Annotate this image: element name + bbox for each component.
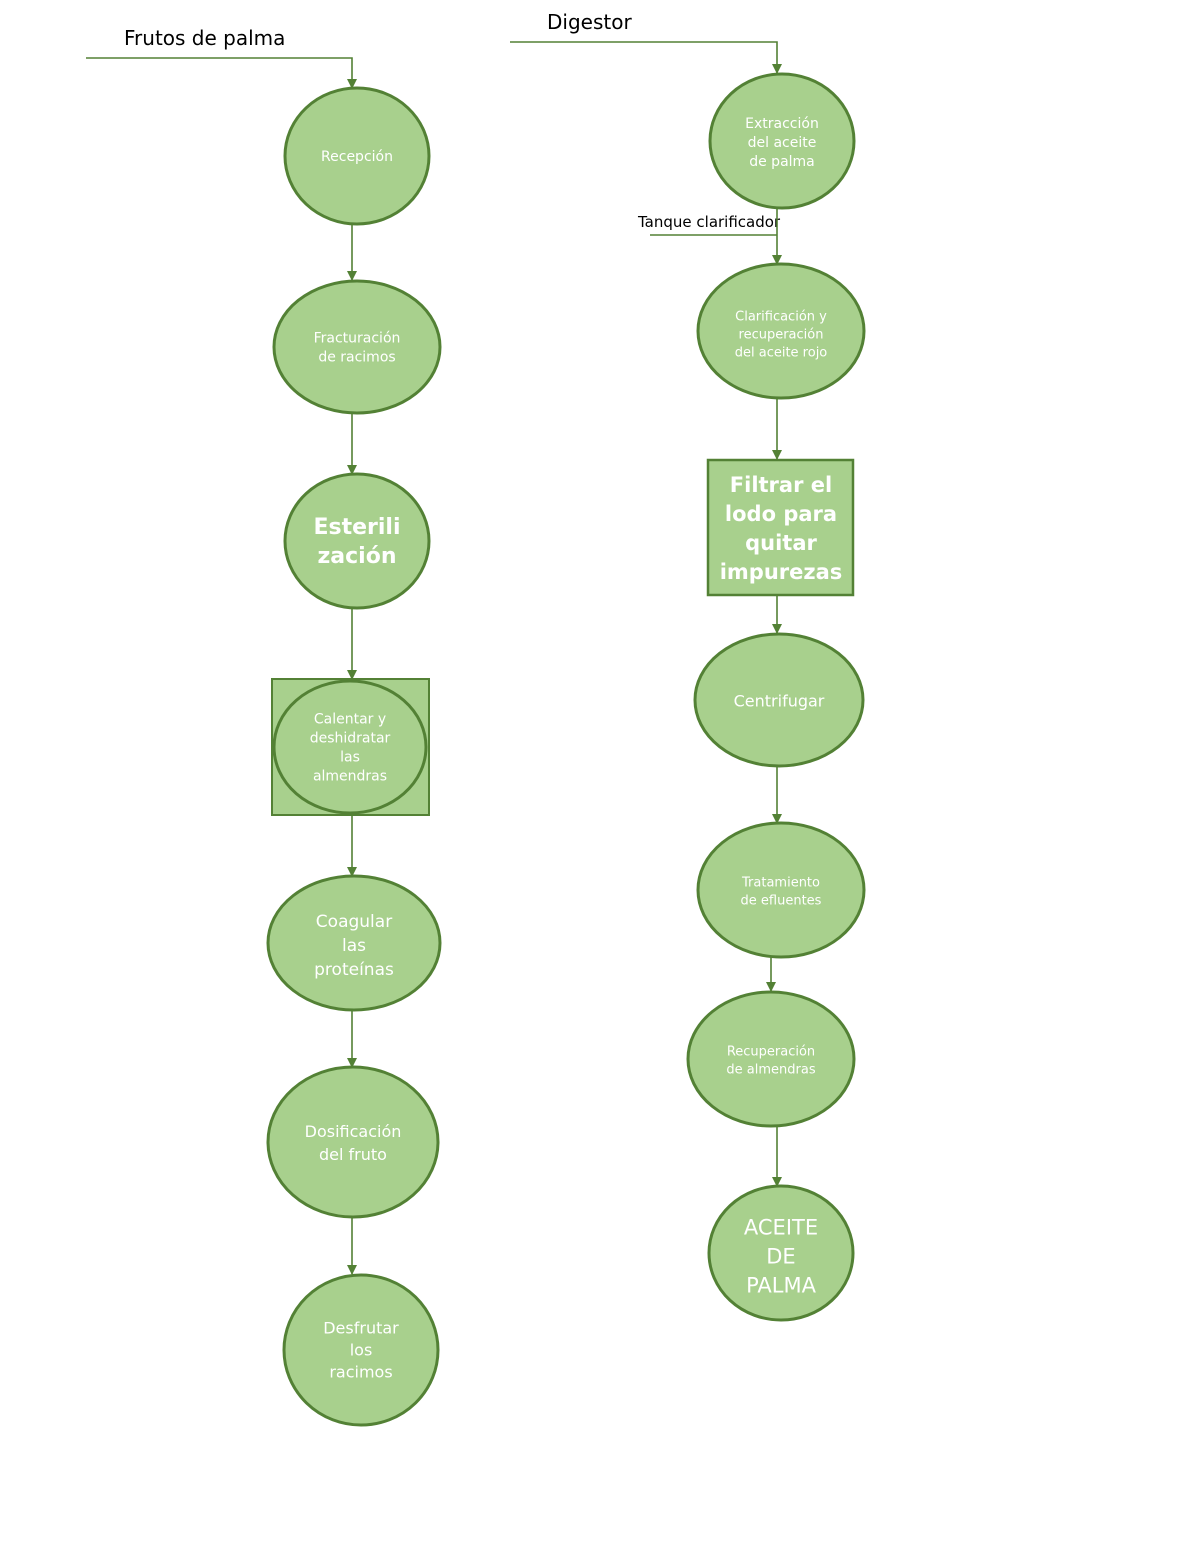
node-recuperacion: Recuperación de almendras	[686, 990, 856, 1128]
node-filtrar: Filtrar el lodo para quitar impurezas	[706, 458, 855, 597]
node-label-line: DE	[766, 1244, 795, 1268]
node-label-line: Desfrutar	[323, 1319, 399, 1338]
node-label-line: Recepción	[321, 149, 393, 165]
node-label-line: de palma	[749, 154, 815, 170]
node-label-line: impurezas	[720, 560, 843, 584]
node-label-line: recuperación	[739, 328, 824, 343]
connector-digestor-to-extraccion	[510, 41, 782, 74]
node-label-line: Extracción	[745, 116, 819, 132]
node-label-line: Clarificación y	[735, 310, 827, 325]
node-fracturacion-label: Fracturación de racimos	[314, 330, 401, 365]
node-label-line: almendras	[313, 768, 387, 784]
node-esterilizacion: Esterili zación	[283, 472, 431, 610]
node-label-line: del fruto	[319, 1145, 387, 1164]
node-label-line: ACEITE	[744, 1215, 818, 1239]
node-filtrar-label: Filtrar el lodo para quitar impurezas	[720, 473, 843, 584]
node-label-line: lodo para	[725, 502, 837, 526]
node-esterilizacion-label: Esterili zación	[313, 515, 400, 569]
node-centrifugar: Centrifugar	[693, 632, 865, 768]
connector-frutos-to-recepcion	[86, 57, 357, 89]
node-extraccion-label: Extracción del aceite de palma	[745, 116, 819, 170]
node-label-line: Filtrar el	[730, 473, 832, 497]
node-calentar: Calentar y deshidratar las almendras	[271, 678, 430, 816]
node-fracturacion: Fracturación de racimos	[272, 279, 442, 415]
node-label-line: las	[340, 749, 360, 765]
node-label-line: Esterili	[313, 515, 400, 540]
label-tanque-clarificador: Tanque clarificador	[637, 213, 781, 231]
node-label-line: las	[342, 936, 366, 956]
node-aceite-label: ACEITE DE PALMA	[744, 1215, 818, 1297]
node-coagular-label: Coagular las proteínas	[314, 912, 394, 980]
node-tratamiento: Tratamiento de efluentes	[696, 821, 866, 959]
node-label-line: de efluentes	[741, 894, 822, 909]
node-desfrutar: Desfrutar los racimos	[282, 1273, 440, 1427]
node-dosificacion-label: Dosificación del fruto	[305, 1122, 402, 1164]
node-label-line: zación	[317, 544, 396, 569]
node-label-line: de almendras	[726, 1063, 815, 1078]
node-label-line: Recuperación	[727, 1045, 815, 1060]
node-aceite-de-palma: ACEITE DE PALMA	[707, 1184, 855, 1322]
connectors	[86, 41, 782, 1275]
label-frutos-de-palma: Frutos de palma	[124, 26, 285, 50]
label-digestor: Digestor	[547, 10, 632, 34]
node-label-line: del aceite rojo	[735, 346, 828, 361]
node-recuperacion-label: Recuperación de almendras	[726, 1045, 815, 1078]
node-label-line: deshidratar	[310, 730, 391, 746]
node-centrifugar-label: Centrifugar	[734, 692, 825, 711]
node-label-line: Centrifugar	[734, 692, 825, 711]
node-tratamiento-label: Tratamiento de efluentes	[741, 876, 822, 909]
node-label-line: del aceite	[748, 135, 817, 151]
node-recepcion: Recepción	[283, 86, 431, 226]
node-label-line: Dosificación	[305, 1122, 402, 1141]
node-label-line: Fracturación	[314, 330, 401, 346]
node-desfrutar-label: Desfrutar los racimos	[323, 1319, 399, 1382]
node-label-line: los	[350, 1341, 373, 1360]
node-dosificacion: Dosificación del fruto	[266, 1065, 440, 1219]
node-label-line: Calentar y	[314, 711, 386, 727]
node-coagular: Coagular las proteínas	[266, 874, 442, 1012]
node-label-line: Coagular	[316, 912, 392, 932]
node-label-line: proteínas	[314, 960, 394, 980]
node-clarificacion: Clarificación y recuperación del aceite ro…	[696, 262, 866, 400]
node-label-line: quitar	[745, 531, 817, 555]
node-label-line: de racimos	[318, 349, 395, 365]
node-extraccion: Extracción del aceite de palma	[708, 72, 856, 210]
node-label-line: Tratamiento	[741, 876, 820, 891]
node-calentar-label: Calentar y deshidratar las almendras	[310, 711, 391, 784]
node-label-line: racimos	[329, 1363, 392, 1382]
node-label-line: PALMA	[746, 1273, 817, 1297]
node-clarificacion-label: Clarificación y recuperación del aceite ro…	[735, 310, 828, 361]
node-recepcion-label: Recepción	[321, 149, 393, 165]
